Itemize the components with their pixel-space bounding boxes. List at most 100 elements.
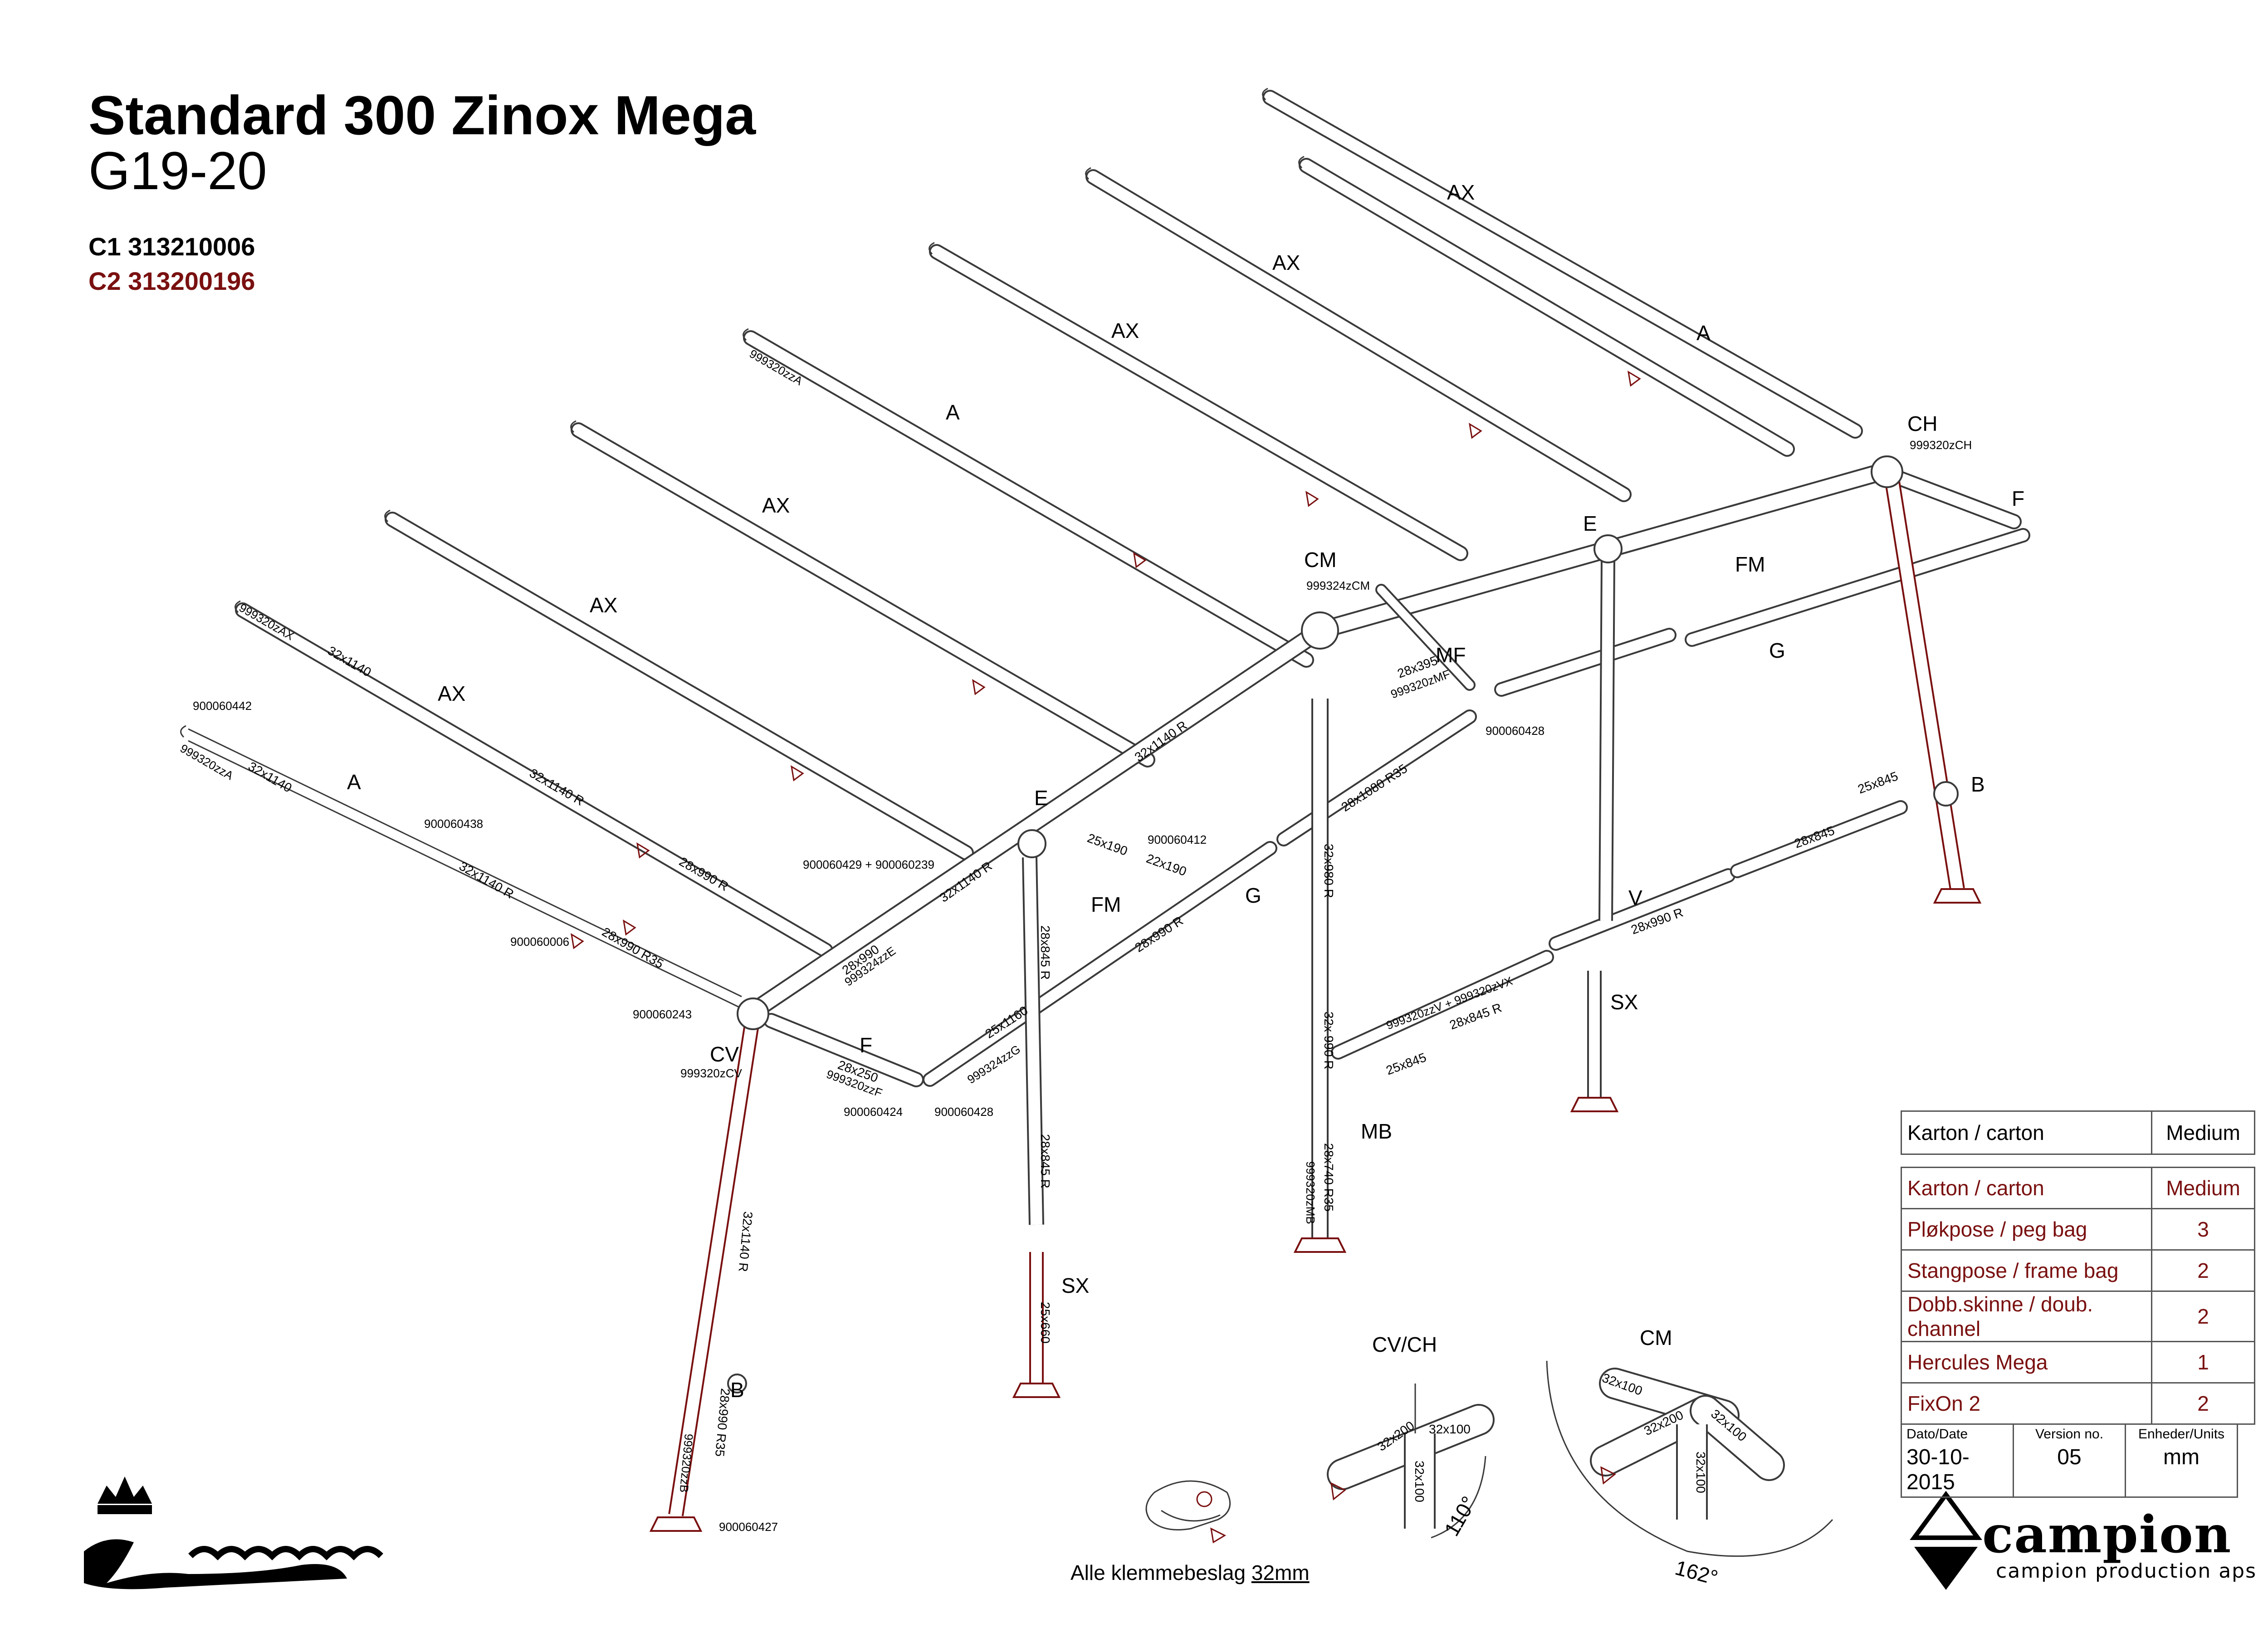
version-label: Version no.	[2035, 1427, 2104, 1442]
part-number: 900060424	[844, 1105, 903, 1119]
cm-detail: CM 32x100 32x200 32x100 32x100 162°	[1546, 1326, 1833, 1589]
label-cm-detail: CM	[1640, 1326, 1672, 1349]
label-cv: CV	[710, 1042, 739, 1066]
table-row: FixOn 2 2	[1901, 1382, 2255, 1425]
table-row-value: 2	[2151, 1249, 2255, 1292]
label-fm-front: FM	[1091, 893, 1121, 916]
dim-label: 25x190	[1085, 831, 1129, 859]
caption-text: Alle klemmebeslag	[1070, 1561, 1251, 1584]
table-header-row: Karton / carton Medium	[1901, 1110, 2255, 1155]
label-e-rear: E	[1583, 512, 1597, 535]
rafter-group	[180, 88, 1863, 1009]
table-row-value: Medium	[2151, 1167, 2255, 1209]
label-f-front: F	[860, 1033, 872, 1057]
table-row-label: FixOn 2	[1901, 1382, 2152, 1425]
table-row-value: 2	[2151, 1291, 2255, 1342]
part-number: 900060427	[719, 1520, 778, 1534]
table-row: Pløkpose / peg bag 3	[1901, 1208, 2255, 1251]
dim-label: 22x190	[1144, 851, 1188, 879]
dim-label: 32x100	[1429, 1422, 1471, 1436]
info-block: Dato/Date 30-10-2015 Version no. 05 Enhe…	[1901, 1423, 2238, 1498]
c2-code: C2 313200196	[88, 266, 255, 295]
label-cvch-detail: CV/CH	[1372, 1333, 1437, 1356]
table-row-label: Karton / carton	[1901, 1167, 2152, 1209]
part-number: 999320zCH	[1910, 438, 1972, 452]
label-fm-rear: FM	[1735, 552, 1765, 576]
label-ax-4: AX	[762, 494, 790, 517]
part-number: 999324zCM	[1306, 579, 1370, 592]
label-g-front: G	[1245, 884, 1261, 907]
dim-label: 25x845	[1384, 1050, 1428, 1078]
campion-tagline: campion production aps	[1996, 1560, 2257, 1583]
dim-label: 32x 990 R	[1322, 1012, 1336, 1070]
section-labels: AX AX AX A AX AX AX A A CH F E FM CM MF …	[347, 181, 2024, 1402]
label-ax-1: AX	[1447, 181, 1475, 204]
caption-underlined: 32mm	[1251, 1561, 1310, 1584]
label-mf: MF	[1436, 643, 1466, 667]
table-row-label: Stangpose / frame bag	[1901, 1249, 2152, 1292]
dim-label: 28x845 R	[1038, 925, 1052, 980]
dim-label: 28x740 R35	[1322, 1143, 1336, 1212]
units-label: Enheder/Units	[2138, 1427, 2225, 1442]
table-row: Dobb.skinne / doub. channel 2	[1901, 1291, 2255, 1342]
table-header-label: Karton / carton	[1901, 1110, 2152, 1155]
clamp-caption: Alle klemmebeslag 32mm	[1070, 1560, 1310, 1585]
clamp-detail-illustration	[1145, 1480, 1231, 1544]
label-ax-2: AX	[1272, 251, 1300, 274]
dim-label: 28x990 R35	[713, 1388, 733, 1457]
dim-label: 32x980 R	[1322, 844, 1336, 898]
label-a-3: A	[1696, 321, 1711, 345]
label-g-rear: G	[1769, 639, 1785, 662]
version-value: 05	[2057, 1445, 2082, 1469]
units-value: mm	[2163, 1445, 2200, 1469]
dim-label: 32x100	[1413, 1461, 1427, 1502]
part-number: 999320zMB	[1304, 1161, 1317, 1224]
date-value: 30-10-2015	[1906, 1445, 1970, 1494]
label-ax-6: AX	[438, 682, 465, 705]
crown-icon	[98, 1476, 152, 1504]
label-b-front: B	[730, 1378, 744, 1402]
table-row: Hercules Mega 1	[1901, 1341, 2255, 1384]
label-e-front: E	[1034, 786, 1048, 810]
ridge-beam	[744, 463, 2030, 1087]
part-number: 900060428	[1486, 724, 1545, 738]
isabella-logo	[84, 1476, 383, 1589]
dim-label: 32x1140 R	[457, 859, 516, 901]
dim-label: 28x990 R35	[600, 924, 666, 971]
table-row-label: Pløkpose / peg bag	[1901, 1208, 2152, 1251]
part-number: 900060442	[193, 699, 252, 713]
version-cell: Version no. 05	[2013, 1423, 2126, 1498]
campion-wordmark: campion	[1982, 1505, 2232, 1564]
table-row: Stangpose / frame bag 2	[1901, 1249, 2255, 1292]
table-row-label: Dobb.skinne / doub. channel	[1901, 1291, 2152, 1342]
table-header-value: Medium	[2151, 1110, 2255, 1155]
part-number: 900060428	[934, 1105, 993, 1119]
page-subtitle: G19-20	[88, 141, 267, 201]
parts-table: Karton / carton Medium Karton / carton M…	[1901, 1110, 2255, 1425]
dim-label: 25x660	[1038, 1302, 1052, 1344]
label-v: V	[1628, 886, 1642, 909]
date-cell: Dato/Date 30-10-2015	[1901, 1423, 2014, 1498]
part-number: 900060243	[633, 1007, 692, 1021]
label-a-2: A	[347, 770, 361, 794]
table-row-value: 1	[2151, 1341, 2255, 1384]
dim-label: 28x845 R	[1038, 1134, 1052, 1188]
legs	[668, 475, 1965, 1516]
label-f-right: F	[2012, 487, 2024, 510]
label-mb: MB	[1361, 1120, 1392, 1143]
label-sx-front: SX	[1061, 1274, 1089, 1297]
dim-label: 25x845	[1856, 769, 1900, 797]
part-number: 900060412	[1148, 833, 1207, 846]
table-row-value: 3	[2151, 1208, 2255, 1251]
part-number: 900060006	[510, 935, 569, 948]
dim-label: 32x100	[1694, 1452, 1708, 1493]
label-a-1: A	[946, 401, 960, 424]
table-row-label: Hercules Mega	[1901, 1341, 2152, 1384]
units-cell: Enheder/Units mm	[2125, 1423, 2238, 1498]
table-row: Karton / carton Medium	[1901, 1167, 2255, 1209]
label-cm: CM	[1304, 548, 1337, 572]
part-number: 999320zCV	[680, 1066, 743, 1080]
date-label: Dato/Date	[1906, 1427, 1968, 1442]
joints	[649, 455, 1982, 1532]
label-ax-3: AX	[1111, 319, 1139, 342]
